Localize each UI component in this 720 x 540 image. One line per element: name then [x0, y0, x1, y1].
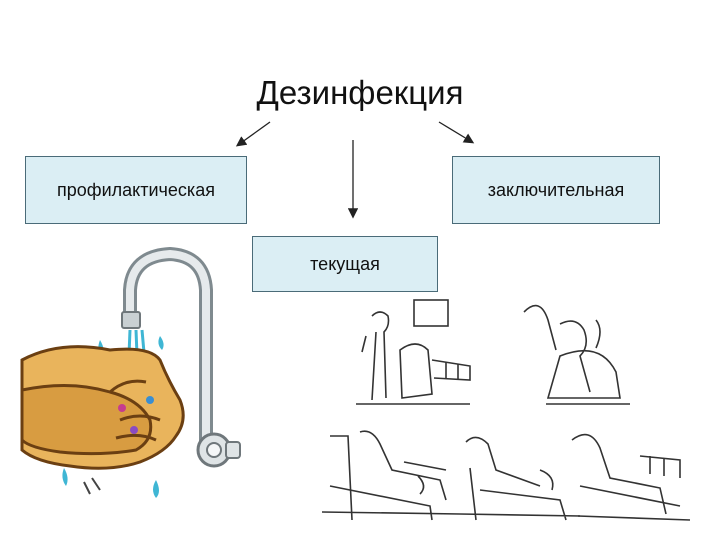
arrow-right: [438, 121, 475, 144]
branch-box-final: заключительная: [452, 156, 660, 224]
branch-label: заключительная: [487, 179, 625, 200]
branch-label: профилактическая: [57, 179, 215, 200]
branch-label: текущая: [310, 253, 380, 274]
branch-box-prophylactic: профилактическая: [25, 156, 247, 224]
diagram-title: Дезинфекция: [256, 74, 464, 111]
branch-box-current: текущая: [252, 236, 438, 292]
arrow-left: [235, 121, 271, 147]
